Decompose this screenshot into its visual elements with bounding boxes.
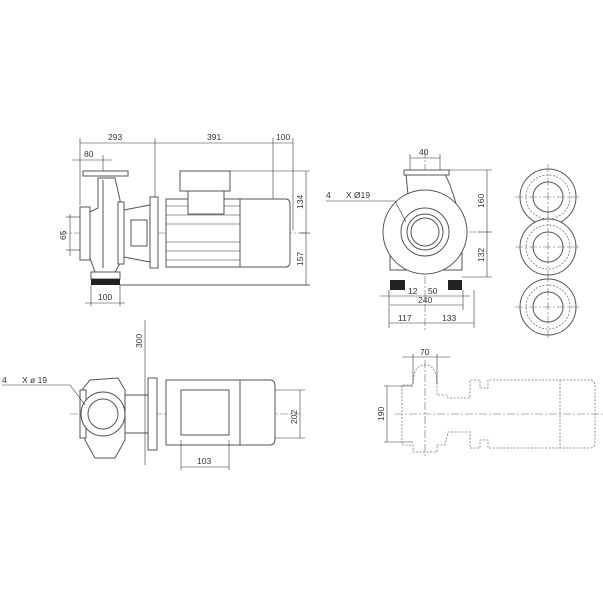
dim-157: 157 [295,252,305,266]
bolt-note-qty: 4 [326,190,331,200]
front-view: 293 391 100 80 65 100 134 157 [58,132,312,306]
dim-100-bottom: 100 [98,292,112,302]
dim-117: 117 [398,313,412,323]
dim-190: 190 [376,407,386,421]
top-view: 300 202 103 4 X ø 19 [2,320,305,470]
side-view: 40 160 132 12 50 240 117 133 4 X Ø19 [326,147,492,330]
bolt-note-size: X Ø19 [346,190,370,200]
dim-50: 50 [428,286,438,296]
dim-202: 202 [289,410,299,424]
dim-100-top: 100 [276,132,290,142]
dim-293: 293 [108,132,122,142]
flange-2 [515,214,581,280]
dim-12: 12 [408,286,418,296]
dim-134: 134 [295,195,305,209]
dim-391: 391 [207,132,221,142]
dim-300: 300 [134,334,144,348]
dim-103: 103 [197,456,211,466]
flange-3 [515,274,581,340]
alt-view: 70 190 [376,347,603,458]
dim-70: 70 [420,347,430,357]
dim-160: 160 [476,194,486,208]
dim-132: 132 [476,248,486,262]
dim-240: 240 [418,295,432,305]
dim-133: 133 [442,313,456,323]
dim-40: 40 [419,147,429,157]
bolt-note-size: X ø 19 [22,375,47,385]
dim-65: 65 [58,230,68,240]
flange-views [515,164,581,340]
bolt-note-qty: 4 [2,375,7,385]
dim-80: 80 [84,149,94,159]
